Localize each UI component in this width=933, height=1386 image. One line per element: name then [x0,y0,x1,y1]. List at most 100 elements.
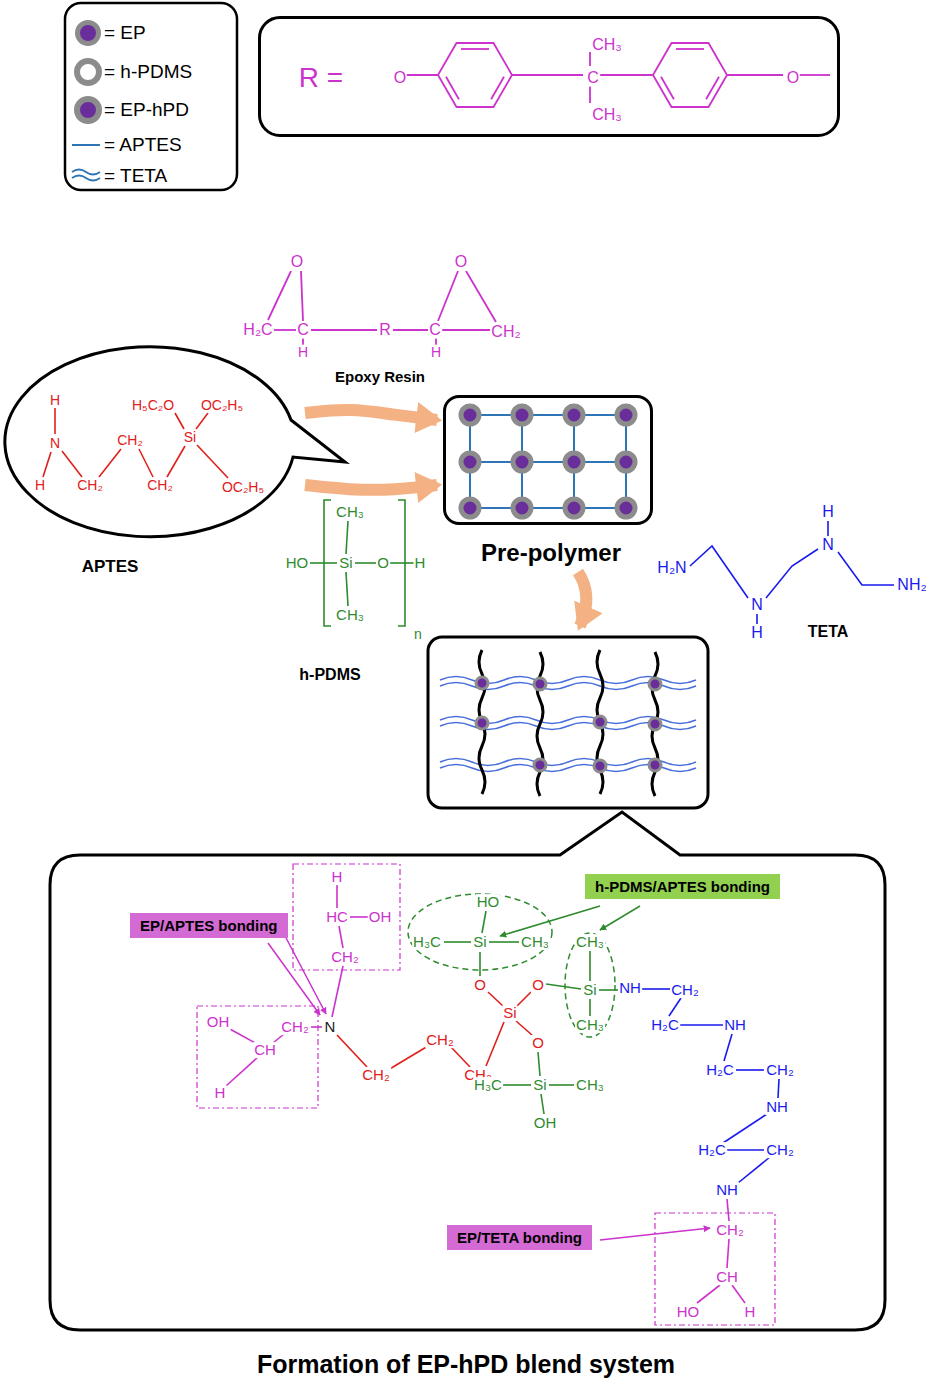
atom-label: H₂C [705,1062,735,1078]
atom-label: CH₂ [765,1142,795,1158]
callout-bubble: HHCOHCH₂HOH₃CSiCH₃CH₃OOSiNHCH₂SiOHCH₂NCH… [50,810,885,1330]
atom-label: O [473,977,487,993]
structure-label: H [821,504,835,521]
atom-label: CH₂ [146,478,174,493]
legend-text: = TETA [104,165,167,187]
legend-box [65,3,237,190]
tag-text: h-PDMS/APTES bonding [595,878,770,895]
atom-label: H₅C₂O [131,398,175,413]
structure-label: h-PDMS [298,667,361,684]
atom-label: OH [206,1014,231,1030]
structure-label: NH₂ [896,577,927,594]
structure-label: Si [338,555,353,571]
structure-label: O [376,555,390,571]
atom-label: OH [368,909,393,925]
atom-label: H₃C [473,1077,503,1093]
atom-label: O [531,1035,545,1051]
legend-text: = EP [104,22,146,44]
legend-text: = APTES [104,134,182,156]
atom-label: NH [723,1017,747,1033]
structure-label: Epoxy Resin [334,369,426,385]
atom-label: N [324,1019,337,1035]
bubble-outline [5,345,305,577]
tag-text: EP/TETA bonding [457,1229,582,1246]
atom-label: CH₃ [575,934,605,950]
atom-label: CH₃ [520,934,550,950]
atom-label: H₂C [650,1017,680,1033]
atom-label: NH [715,1182,739,1198]
structure-label: CH₃ [335,607,365,623]
network-box [428,637,708,808]
atom-label: NH [618,980,642,996]
structure-label: H [750,625,764,642]
aptes-structure [43,408,228,478]
atom-label: H [214,1085,227,1101]
atom-label: O [393,70,407,87]
speech-bubble: HH₅C₂OOC₂H₅SiNCH₂HCH₂CH₂OC₂H₅APTES [5,345,305,577]
structure-label: H₂N [656,560,687,577]
atom-label: Pre-polymer [480,540,622,565]
legend-text: = h-PDMS [104,61,192,83]
structure-label: O [454,254,468,271]
atom-label: Si [532,1077,547,1093]
atom-label: OC₂H₅ [200,398,244,413]
atom-label: CH [253,1042,277,1058]
legend-line [72,144,100,146]
atom-label: Formation of EP-hPD blend system [256,1351,676,1377]
prepolymer-grid [461,406,635,517]
structure-label: HO [285,555,310,571]
atom-label: HC [325,909,349,925]
atom-label: HO [676,1304,701,1320]
atom-label: H [331,869,344,885]
atom-label: CH₂ [670,982,700,998]
atom-label: Si [582,982,597,998]
legend-line [72,170,100,181]
atom-label: Si [502,1005,517,1021]
atom-label: CH₂ [76,478,104,493]
epoxy-structure [268,271,496,345]
atom-label: CH₂ [280,1019,310,1035]
structure-label: R [378,322,392,339]
bonding-tag: h-PDMS/APTES bonding [585,874,780,899]
atom-label: O [531,977,545,993]
bonding-tag: EP/APTES bonding [130,913,288,938]
atom-label: CH₃ [591,107,623,124]
atom-label: CH₂ [715,1222,745,1238]
atom-label: OC₂H₅ [221,480,265,495]
atom-label: CH₂ [330,949,360,965]
structure-label: N [750,597,764,614]
legend-ring [77,99,99,121]
atom-label: OH [533,1115,558,1131]
process-arrow [305,410,437,420]
atom-label: CH₂ [425,1032,455,1048]
atom-label: Si [472,934,487,950]
structure-label: H [297,345,309,360]
hpdms-structure [310,500,414,626]
atom-label: N [49,436,61,451]
structure-label: CH₂ [490,324,521,341]
teta-structure [690,521,894,624]
legend-text: = EP-hPD [104,99,189,121]
atom-label: APTES [81,558,140,576]
atom-label: H₃C [412,934,442,950]
process-box: Pre-polymer [443,395,653,525]
structure-label: N [821,537,835,554]
atom-label: CH₂ [765,1062,795,1078]
atom-label: NH [765,1099,789,1115]
structure-label: CH₃ [335,504,365,520]
atom-label: CH₃ [575,1077,605,1093]
atom-label: CH₃ [575,1017,605,1033]
atom-label: CH₂ [361,1067,391,1083]
atom-label: C [586,70,600,87]
legend-swatch [75,20,101,46]
structure-label: n [413,627,423,642]
leader-line [268,906,710,1240]
formula-box: R =OCH₃CCH₃O [258,16,840,137]
structure-label: C [296,322,310,339]
structure-label: C [428,322,442,339]
bonding-tag: EP/TETA bonding [447,1225,592,1250]
atom-label: H [744,1304,757,1320]
tag-text: EP/APTES bonding [140,917,278,934]
